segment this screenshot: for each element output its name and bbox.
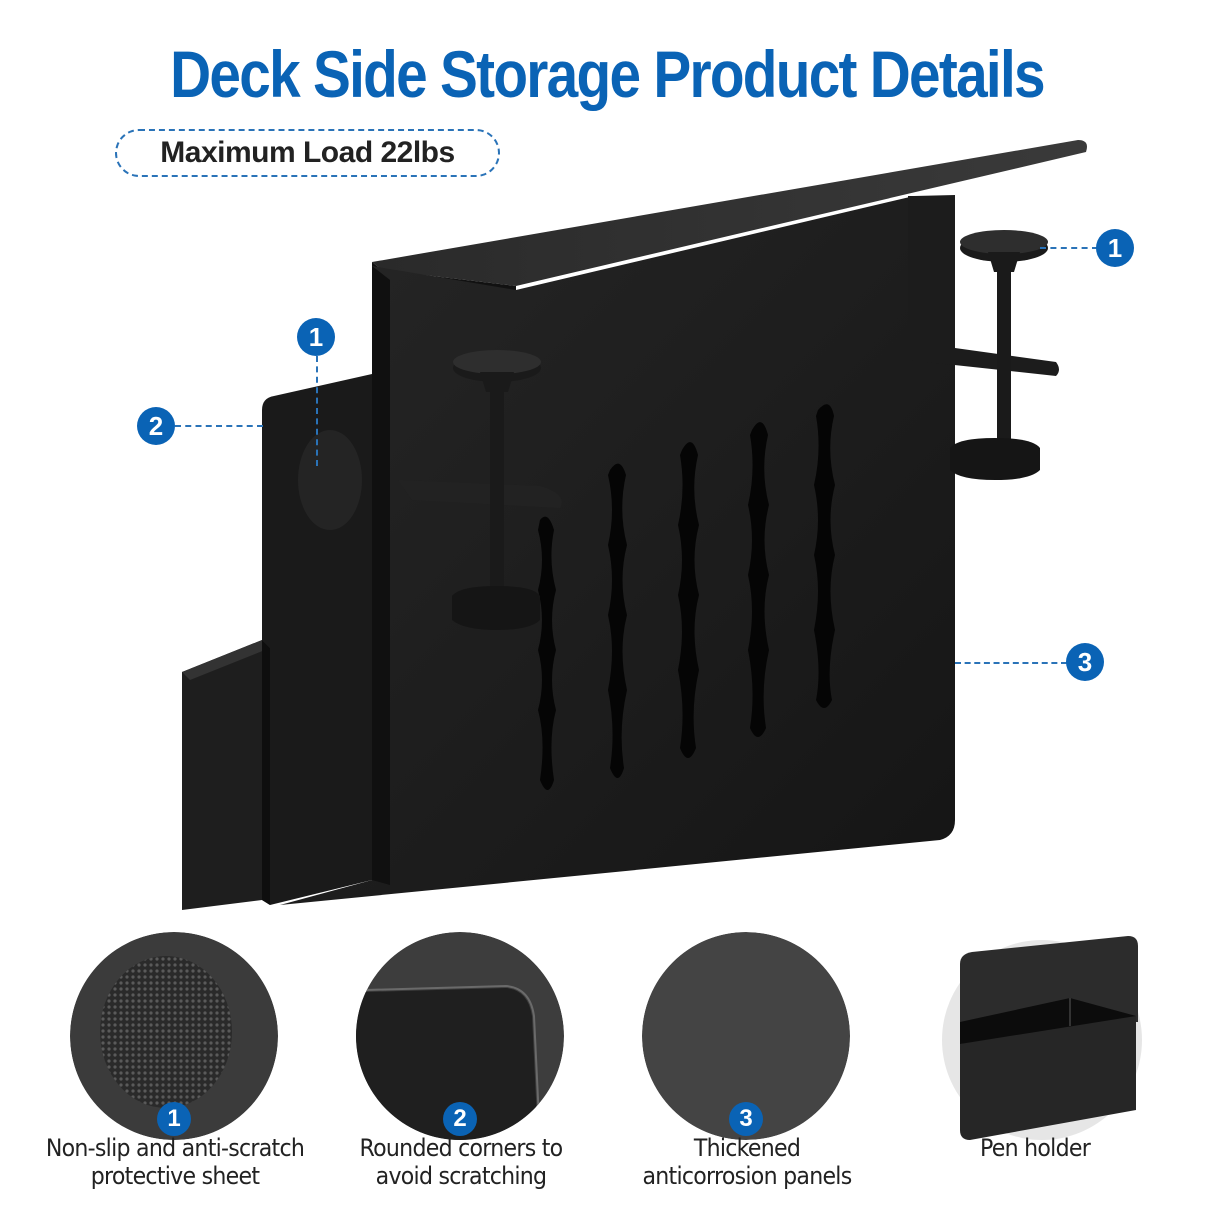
callout-leader-2 bbox=[175, 425, 263, 427]
callout-badge-3: 3 bbox=[1066, 643, 1104, 681]
callout-leader-1-left bbox=[316, 356, 318, 466]
max-load-badge: Maximum Load 22lbs bbox=[115, 129, 500, 177]
max-load-label: Maximum Load 22lbs bbox=[160, 136, 455, 169]
right-bracket bbox=[908, 196, 1059, 376]
protective-sheet-closeup bbox=[70, 932, 278, 1140]
feature-caption-1: Non-slip and anti-scratch protective she… bbox=[45, 1134, 305, 1190]
feature-badge-1: 1 bbox=[157, 1102, 191, 1136]
callout-leader-3 bbox=[955, 662, 1067, 664]
callout-badge-1-left: 1 bbox=[297, 318, 335, 356]
feature-thickened-panels: 3 Thickened anticorrosion panels bbox=[624, 912, 870, 1190]
feature-caption-3: Thickened anticorrosion panels bbox=[642, 1134, 853, 1190]
left-clamp-knob bbox=[452, 350, 541, 630]
pen-holder-product bbox=[942, 936, 1142, 1140]
callout-badge-1-top: 1 bbox=[1096, 229, 1134, 267]
feature-caption-4: Pen holder bbox=[979, 1134, 1091, 1162]
feature-badge-3: 3 bbox=[729, 1102, 763, 1136]
side-panel bbox=[262, 374, 372, 905]
right-clamp-knob bbox=[950, 230, 1048, 480]
product-illustration bbox=[182, 140, 1087, 910]
callout-badge-2: 2 bbox=[137, 407, 175, 445]
callout-leader-1-top bbox=[1040, 247, 1098, 249]
feature-protective-sheet: 1 Non-slip and anti-scratch protective s… bbox=[46, 912, 305, 1190]
top-shelf bbox=[372, 140, 1087, 286]
rounded-corner-closeup bbox=[356, 932, 564, 1140]
feature-caption-2: Rounded corners to avoid scratching bbox=[359, 1134, 564, 1190]
feature-badge-2: 2 bbox=[443, 1102, 477, 1136]
pen-holder-attached bbox=[182, 640, 270, 910]
vent-slots bbox=[538, 404, 835, 790]
page-title: Deck Side Storage Product Details bbox=[170, 37, 1045, 111]
panel-closeup bbox=[642, 932, 850, 1140]
feature-rounded-corners: 2 Rounded corners to avoid scratching bbox=[338, 912, 584, 1190]
feature-pen-holder: Pen holder bbox=[912, 912, 1158, 1162]
left-bracket bbox=[398, 480, 562, 508]
